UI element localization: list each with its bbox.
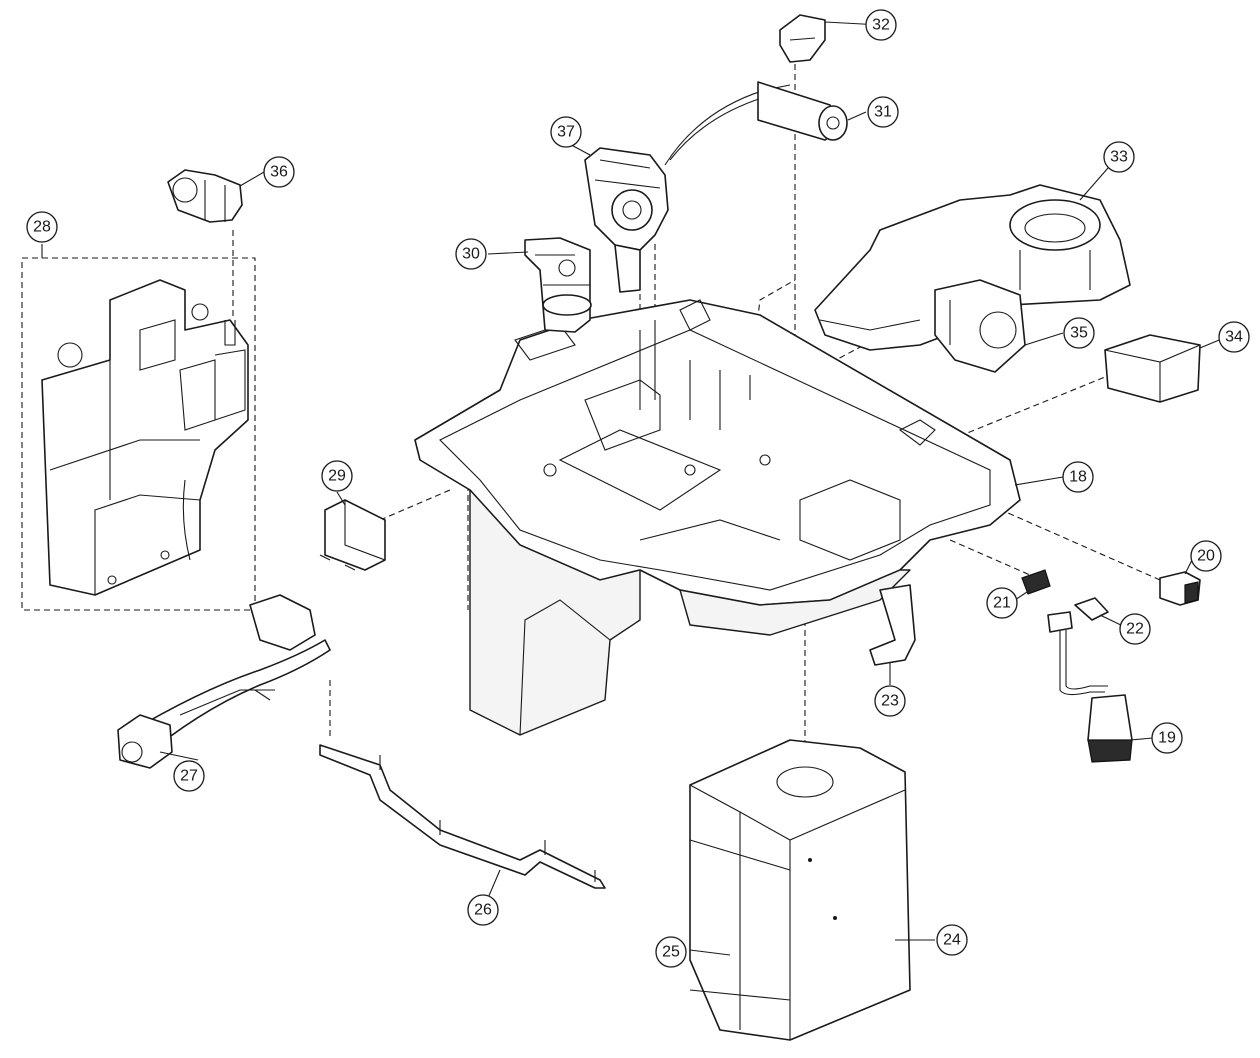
callout-label: 37 [557,124,575,141]
part-33-fan-duct [814,184,1131,351]
callout-label: 34 [1225,329,1243,346]
callout-24: 24 [936,924,968,956]
callout-label: 28 [33,219,51,236]
callout-26: 26 [467,894,499,926]
callout-label: 31 [874,104,892,121]
callout-25: 25 [655,936,687,968]
callout-22: 22 [1119,613,1151,645]
part-21-spring [1021,569,1051,595]
part-20-switch [1159,571,1201,606]
callout-label: 23 [881,693,899,710]
part-36-valve [167,169,243,223]
callout-label: 22 [1126,621,1144,638]
part-26-rod [319,744,606,889]
callout-30: 30 [455,238,487,270]
callout-18: 18 [1062,461,1094,493]
callout-36: 36 [263,156,295,188]
callout-label: 18 [1069,469,1087,486]
part-29-bracket [319,499,386,571]
callout-37: 37 [550,116,582,148]
callout-35: 35 [1063,317,1095,349]
part-27-hose-assembly [117,594,331,769]
callout-28: 28 [26,211,58,243]
callout-label: 20 [1197,548,1215,565]
callout-31: 31 [867,96,899,128]
part-24-25-water-tank [689,739,911,1041]
callout-label: 35 [1070,325,1088,342]
callout-label: 33 [1110,149,1128,166]
callout-label: 32 [872,17,890,34]
callout-label: 27 [180,768,198,785]
callout-32: 32 [865,9,897,41]
part-28-reservoir-assembly [21,257,256,611]
callout-20: 20 [1190,540,1222,572]
part-34-box [1104,334,1201,403]
callout-label: 30 [462,246,480,263]
callout-34: 34 [1218,321,1250,353]
callout-23: 23 [874,685,906,717]
part-30-pump [524,237,592,333]
part-19-sensor [1059,630,1133,763]
part-37-brew-unit [584,147,669,293]
part-32-clamp [779,14,826,63]
callout-19: 19 [1151,722,1183,754]
callout-label: 25 [662,944,680,961]
part-18-chassis-tray [414,299,1021,736]
callout-label: 29 [328,468,346,485]
callout-21: 21 [986,587,1018,619]
callout-label: 24 [943,932,961,949]
callout-label: 21 [993,595,1011,612]
part-31-capacitor [664,81,848,166]
part-35-fan-motor [934,279,1026,373]
callout-label: 26 [474,902,492,919]
callout-27: 27 [173,760,205,792]
callout-33: 33 [1103,141,1135,173]
callout-label: 36 [270,164,288,181]
callout-label: 19 [1158,730,1176,747]
callout-29: 29 [321,460,353,492]
part-22-fitting [1047,597,1109,633]
